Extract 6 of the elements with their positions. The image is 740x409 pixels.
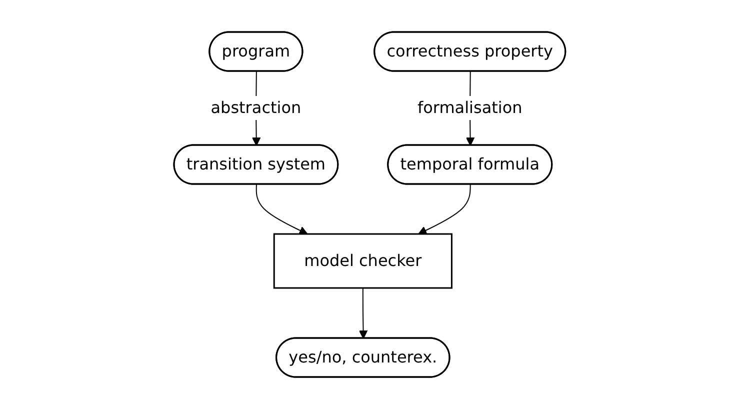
- arrow: [256, 184, 308, 234]
- edge-label: formalisation: [418, 98, 523, 117]
- arrow: [359, 288, 368, 339]
- arrow: [418, 184, 472, 234]
- node-box: model checker: [274, 233, 453, 289]
- edge-label: abstraction: [211, 98, 302, 117]
